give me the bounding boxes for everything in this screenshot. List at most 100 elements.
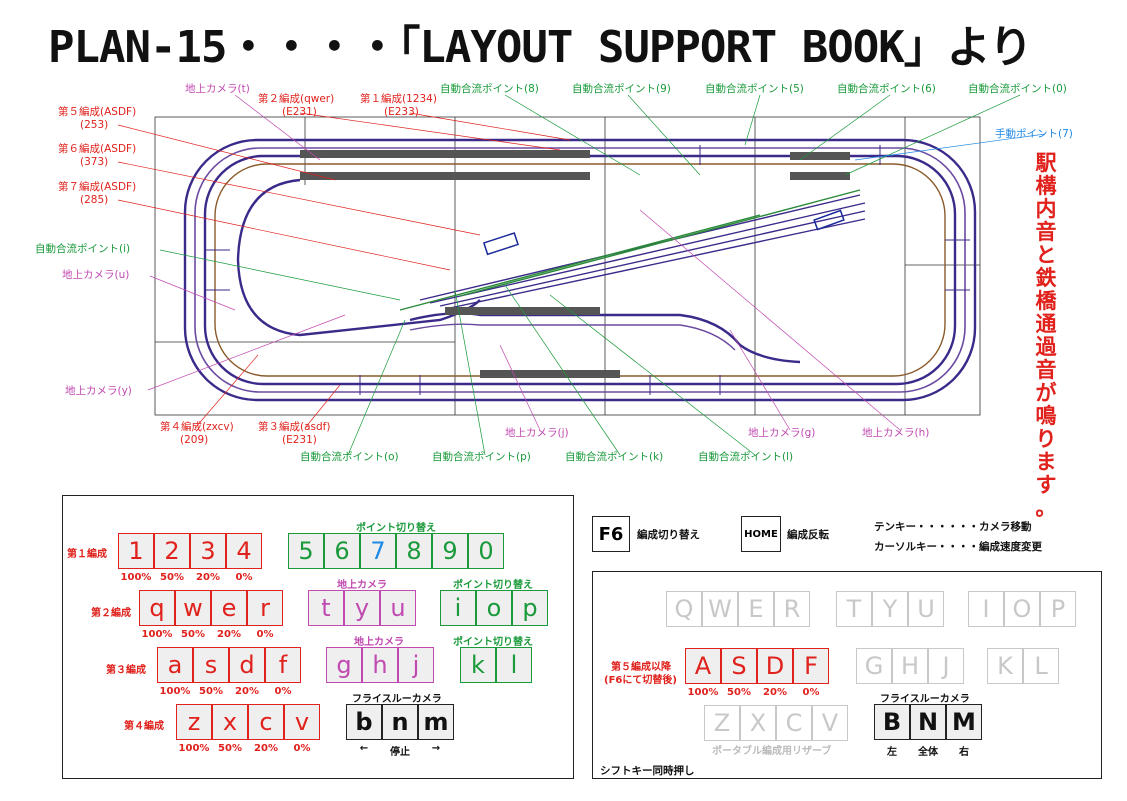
row4-pcts: 100%50%20%0% (176, 743, 320, 754)
label-point-p: 自動合流ポイント(p) (432, 450, 531, 463)
key-caption: 0% (802, 687, 820, 698)
key-j: J (928, 648, 964, 684)
key-d: D (757, 648, 793, 684)
key-s: S (721, 648, 757, 684)
key-q: q (139, 590, 175, 626)
row3-label: 第３編成 (106, 665, 146, 676)
label-train6-sub: (373) (80, 156, 108, 168)
diagram-labels: 地上カメラ(t) 第２編成(qwer) (E231) 第１編成(1234) (E… (35, 82, 1073, 463)
label-point-6: 自動合流ポイント(6) (837, 82, 936, 95)
key-caption: 20% (217, 629, 241, 640)
label-camera-g: 地上カメラ(g) (748, 426, 815, 439)
label-camera-h: 地上カメラ(h) (862, 426, 929, 439)
points-row2-label: ポイント切り替え (453, 580, 533, 591)
track-layout-diagram: 地上カメラ(t) 第２編成(qwer) (E231) 第１編成(1234) (E… (35, 82, 1073, 463)
vertical-note-char: 構 (1035, 174, 1057, 198)
f6-label: 編成切り替え (637, 529, 700, 541)
key-y: Y (872, 591, 908, 627)
points-row3-label: ポイント切り替え (453, 637, 533, 648)
key-caption: 0% (293, 743, 311, 754)
label-train5-sub: (253) (80, 119, 108, 131)
vertical-note-char: 音 (1035, 220, 1057, 244)
key-k: K (987, 648, 1023, 684)
key-u: u (380, 590, 416, 626)
key-e: e (211, 590, 247, 626)
vertical-note-char: 駅 (1035, 151, 1057, 175)
label-train1-sub: (E233) (384, 106, 419, 118)
key-p: P (1040, 591, 1076, 627)
key-o: o (476, 590, 512, 626)
flythrough-label: フライスルーカメラ (352, 694, 442, 705)
f6-key: F6 (592, 516, 630, 552)
right-flythrough-label: フライスルーカメラ (880, 694, 970, 705)
station-yard (399, 189, 866, 311)
key-h: h (362, 647, 398, 683)
label-camera-t: 地上カメラ(t) (185, 82, 250, 95)
row3-pcts: 100%50%20%0% (157, 686, 301, 697)
home-key: HOME (741, 516, 781, 552)
vertical-note: 駅構内音と鉄橋通過音が鳴ります。 (1033, 152, 1059, 520)
key-caption: 0% (256, 629, 274, 640)
label-train2: 第２編成(qwer) (258, 92, 334, 105)
key-s: s (193, 647, 229, 683)
key-caption: 0% (274, 686, 292, 697)
row2-pcts: 100%50%20%0% (139, 629, 283, 640)
key-caption: 50% (218, 743, 242, 754)
baseboard-grid (154, 116, 981, 416)
key-caption: 20% (196, 572, 220, 583)
key-n: N (910, 704, 946, 740)
label-train4-sub: (209) (180, 434, 208, 446)
row5-label2: (F6にて切替後) (604, 675, 677, 686)
key-t: T (836, 591, 872, 627)
label-train5: 第５編成(ASDF) (58, 105, 136, 118)
points-row1-label: ポイント切り替え (356, 523, 436, 534)
key-z: z (176, 704, 212, 740)
key-a: A (685, 648, 721, 684)
key-b: b (346, 704, 382, 740)
key-7: 7 (360, 533, 396, 569)
row1-pcts: 100%50%20%0% (118, 572, 262, 583)
label-train7-sub: (285) (80, 194, 108, 206)
label-point-9: 自動合流ポイント(9) (572, 82, 671, 95)
row2-label: 第２編成 (91, 608, 131, 619)
key-q: Q (666, 591, 702, 627)
key-caption: 50% (199, 686, 223, 697)
key-caption: ← (359, 743, 369, 754)
key-g: g (326, 647, 362, 683)
right-flythrough-sub: 左全体右 (874, 743, 982, 758)
vertical-note-char: 。 (1035, 496, 1057, 520)
key-caption: 右 (959, 747, 969, 758)
vertical-note-char: 過 (1035, 335, 1057, 359)
key-2: 2 (154, 533, 190, 569)
key-b: B (874, 704, 910, 740)
key-k: k (460, 647, 496, 683)
label-train7: 第７編成(ASDF) (58, 180, 136, 193)
key-x: X (740, 705, 776, 741)
key-8: 8 (396, 533, 432, 569)
label-train2-sub: (E231) (282, 106, 317, 118)
label-point-5: 自動合流ポイント(5) (705, 82, 804, 95)
key-v: v (284, 704, 320, 740)
key-m: m (418, 704, 454, 740)
key-caption: 50% (160, 572, 184, 583)
label-train3: 第３編成(asdf) (258, 420, 330, 433)
key-4: 4 (226, 533, 262, 569)
label-point-7: 手動ポイント(7) (995, 127, 1073, 140)
key-w: w (175, 590, 211, 626)
vertical-note-char: 鉄 (1035, 266, 1057, 290)
vertical-note-char: 鳴 (1035, 404, 1057, 428)
label-train6: 第６編成(ASDF) (58, 142, 136, 155)
key-0: 0 (468, 533, 504, 569)
vertical-note-char: 内 (1035, 197, 1057, 221)
label-train4: 第４編成(zxcv) (160, 420, 234, 433)
key-a: a (157, 647, 193, 683)
